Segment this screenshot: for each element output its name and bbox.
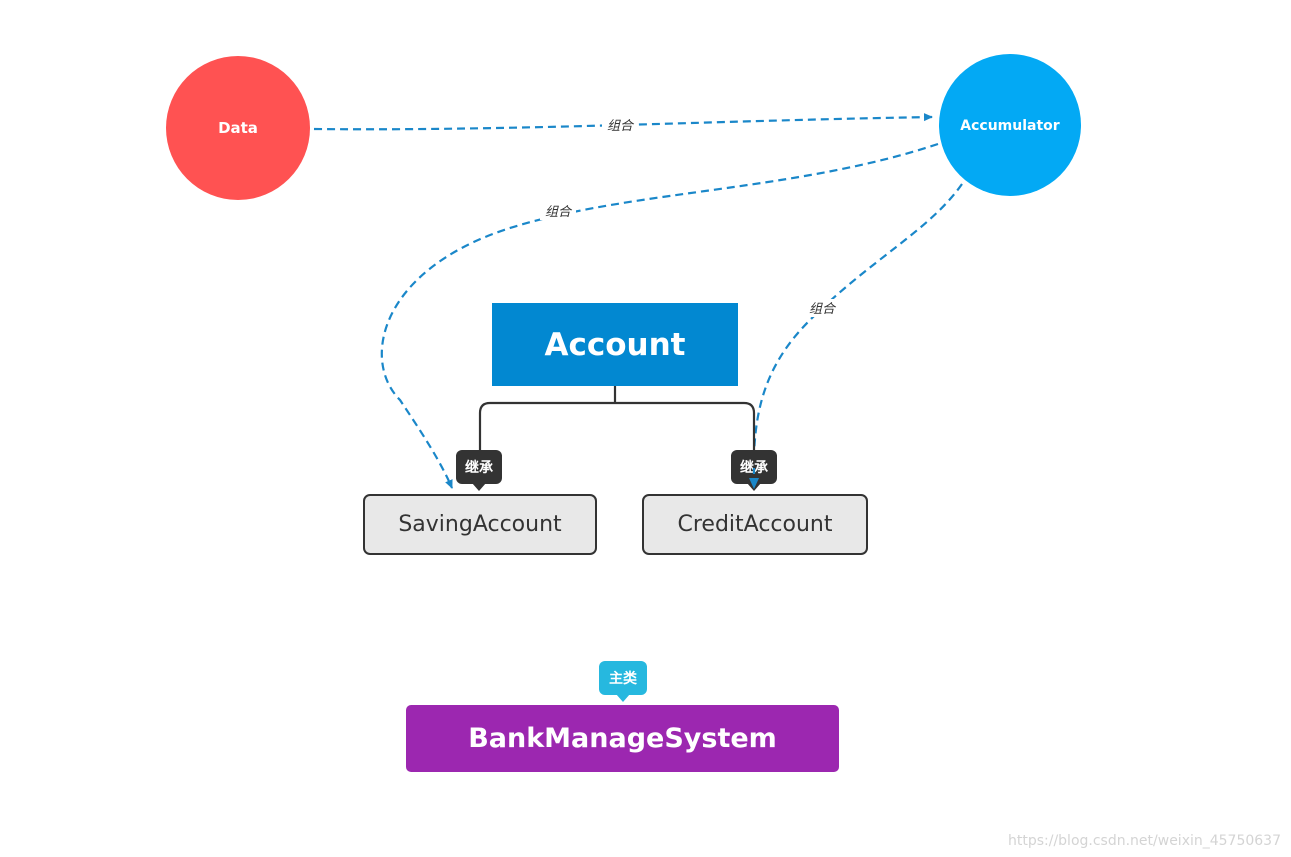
svg-text:Data: Data [218,119,258,137]
svg-text:组合: 组合 [809,302,837,317]
credit-account-label: CreditAccount [677,512,833,537]
inherit-tag-credit: 继承 [731,450,777,491]
credit-account-node[interactable]: CreditAccount [642,494,868,555]
bank-manage-system-node[interactable]: BankManageSystem [406,705,839,772]
data-node[interactable]: Data [166,56,310,200]
saving-account-node[interactable]: SavingAccount [363,494,597,555]
main-class-tag-text: 主类 [609,671,637,687]
edge-accumulator-to-saving[interactable] [380,142,939,489]
svg-text:Accumulator: Accumulator [960,118,1060,134]
account-node[interactable]: Account [492,303,738,386]
main-class-tag: 主类 [599,661,647,702]
edge-accumulator-to-credit[interactable] [749,183,963,489]
inherit-tag-credit-text: 继承 [740,460,768,476]
watermark: https://blog.csdn.net/weixin_45750637 [1007,833,1281,849]
inherit-connector [478,386,756,452]
inherit-tag-saving-text: 继承 [465,460,493,476]
edge-label-data-accumulator: 组合 [602,116,638,134]
svg-text:组合: 组合 [607,119,635,134]
edge-label-accumulator-credit: 组合 [804,299,840,317]
inherit-tag-saving: 继承 [456,450,502,491]
edge-label-accumulator-saving: 组合 [540,202,576,220]
account-label: Account [544,326,686,363]
svg-text:组合: 组合 [545,205,573,220]
accumulator-node[interactable]: Accumulator [939,54,1081,196]
bank-manage-system-label: BankManageSystem [468,723,777,754]
saving-account-label: SavingAccount [398,512,562,537]
